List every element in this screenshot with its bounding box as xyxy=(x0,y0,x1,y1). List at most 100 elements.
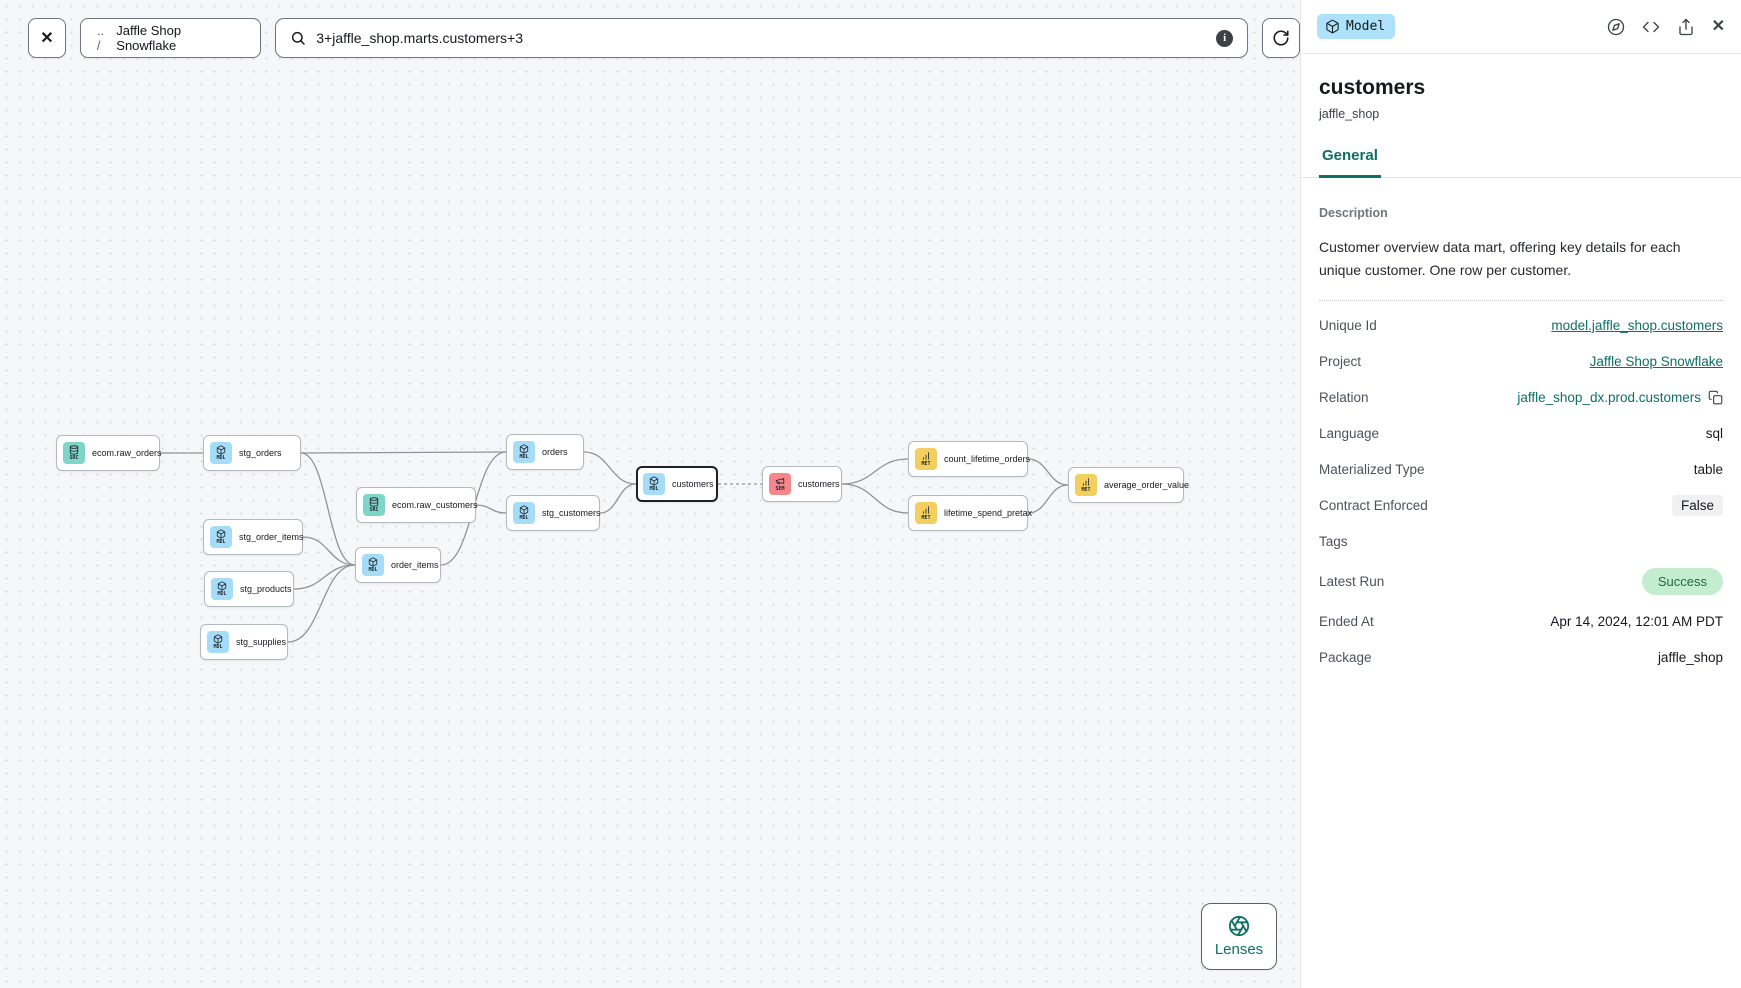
edge-stg_order_items-to-order_items xyxy=(302,536,356,566)
lineage-toolbar: ✕ .. / Jaffle Shop Snowflake 3+jaffle_sh… xyxy=(28,18,1300,58)
field-value: table xyxy=(1693,461,1723,477)
cube-icon xyxy=(1326,19,1339,34)
field-value: sql xyxy=(1705,425,1723,441)
page-subtitle: jaffle_shop xyxy=(1319,107,1380,121)
mdl-node-icon: MDL xyxy=(210,526,232,548)
dag-node-customers[interactable]: MDL customers xyxy=(636,466,718,502)
edge-lifetime_spend_pretax-to-average_order_value xyxy=(1027,484,1069,514)
mdl-node-icon: MDL xyxy=(362,554,384,576)
field-value[interactable]: model.jaffle_shop.customers xyxy=(1551,317,1723,333)
edge-stg_products-to-order_items xyxy=(293,564,356,590)
field-label: Tags xyxy=(1319,533,1348,549)
node-label: ecom.raw_orders xyxy=(92,448,162,458)
search-value: 3+jaffle_shop.marts.customers+3 xyxy=(316,30,523,46)
met-node-icon: MET xyxy=(915,448,937,470)
explore-icon[interactable] xyxy=(1607,18,1625,36)
breadcrumb-project: Jaffle Shop Snowflake xyxy=(116,23,182,53)
node-label: customers xyxy=(672,479,714,489)
field-value: jaffle_shop_dx.prod.customers xyxy=(1517,390,1723,405)
mdl-node-icon: MDL xyxy=(211,578,233,600)
met-node-icon: MET xyxy=(1075,474,1097,496)
close-icon: ✕ xyxy=(40,30,54,47)
info-icon[interactable]: i xyxy=(1216,29,1234,47)
field-value: Apr 14, 2024, 12:01 AM PDT xyxy=(1550,613,1723,629)
sem-node-icon: SEM xyxy=(769,473,791,495)
field-row-materialized-type: Materialized Type table xyxy=(1319,451,1723,487)
page-title: customers xyxy=(1319,76,1426,99)
field-label: Latest Run xyxy=(1319,573,1385,589)
mdl-node-icon: MDL xyxy=(210,442,232,464)
field-row-unique-id: Unique Id model.jaffle_shop.customers xyxy=(1319,307,1723,343)
field-label: Relation xyxy=(1319,389,1369,405)
node-label: order_items xyxy=(391,560,439,570)
node-label: ecom.raw_customers xyxy=(392,500,478,510)
edge-stg_orders-to-order_items xyxy=(300,452,356,566)
refresh-button[interactable] xyxy=(1262,18,1300,58)
mdl-node-icon: MDL xyxy=(513,441,535,463)
aperture-icon xyxy=(1228,915,1250,937)
dag-node-order_items[interactable]: MDL order_items xyxy=(355,547,441,583)
field-label: Unique Id xyxy=(1319,317,1377,333)
code-icon[interactable] xyxy=(1642,18,1660,36)
tab-general[interactable]: General xyxy=(1319,147,1381,178)
field-row-latest-run: Latest Run Success xyxy=(1319,559,1723,603)
lenses-button[interactable]: Lenses xyxy=(1201,903,1277,970)
share-icon[interactable] xyxy=(1677,18,1695,36)
field-label: Project xyxy=(1319,353,1362,369)
dag-node-customers_sem[interactable]: SEM customers xyxy=(762,466,842,502)
node-label: orders xyxy=(542,447,568,457)
field-label: Contract Enforced xyxy=(1319,497,1428,513)
panel-header: Model ✕ xyxy=(1301,0,1741,54)
description-text: Customer overview data mart, offering ke… xyxy=(1319,239,1681,278)
node-label: customers xyxy=(798,479,840,489)
node-label: stg_order_items xyxy=(239,532,304,542)
refresh-icon xyxy=(1273,30,1289,46)
edge-stg_supplies-to-order_items xyxy=(287,564,356,643)
field-value[interactable]: Jaffle Shop Snowflake xyxy=(1589,353,1723,369)
node-label: stg_orders xyxy=(239,448,282,458)
dag-node-stg_products[interactable]: MDL stg_products xyxy=(204,571,294,607)
edge-count_lifetime_orders-to-average_order_value xyxy=(1027,458,1069,486)
field-row-project: Project Jaffle Shop Snowflake xyxy=(1319,343,1723,379)
divider xyxy=(1319,300,1723,302)
dag-node-orders[interactable]: MDL orders xyxy=(506,434,584,470)
node-label: stg_customers xyxy=(542,508,601,518)
mdl-node-icon: MDL xyxy=(643,473,665,495)
description-label: Description xyxy=(1319,206,1388,220)
copy-icon[interactable] xyxy=(1708,390,1723,405)
edge-orders-to-customers xyxy=(583,451,637,485)
field-label: Materialized Type xyxy=(1319,461,1425,477)
close-panel-icon[interactable]: ✕ xyxy=(1711,17,1725,35)
dag-node-average_order_value[interactable]: MET average_order_value xyxy=(1068,467,1189,503)
node-label: lifetime_spend_pretax xyxy=(944,508,1033,518)
lineage-search-input[interactable]: 3+jaffle_shop.marts.customers+3 i xyxy=(275,18,1249,58)
dag-node-stg_order_items[interactable]: MDL stg_order_items xyxy=(203,519,304,555)
node-label: stg_products xyxy=(240,584,292,594)
node-label: average_order_value xyxy=(1104,480,1190,490)
search-icon xyxy=(292,31,305,45)
field-value: Success xyxy=(1641,567,1723,595)
node-label: stg_supplies xyxy=(236,637,287,647)
close-lineage-button[interactable]: ✕ xyxy=(28,18,66,58)
edge-stg_customers-to-customers xyxy=(599,483,637,514)
field-label: Package xyxy=(1319,649,1372,665)
breadcrumb[interactable]: .. / Jaffle Shop Snowflake xyxy=(79,18,262,58)
edge-stg_orders-to-orders xyxy=(300,451,507,454)
dag-node-stg_orders[interactable]: MDL stg_orders xyxy=(203,435,301,471)
edge-customers_sem-to-count_lifetime_orders xyxy=(841,458,909,485)
panel-tabs: General xyxy=(1301,147,1741,178)
edge-customers_sem-to-lifetime_spend_pretax xyxy=(841,483,909,514)
resource-type-badge: Model xyxy=(1317,14,1396,39)
field-label: Ended At xyxy=(1319,613,1374,629)
